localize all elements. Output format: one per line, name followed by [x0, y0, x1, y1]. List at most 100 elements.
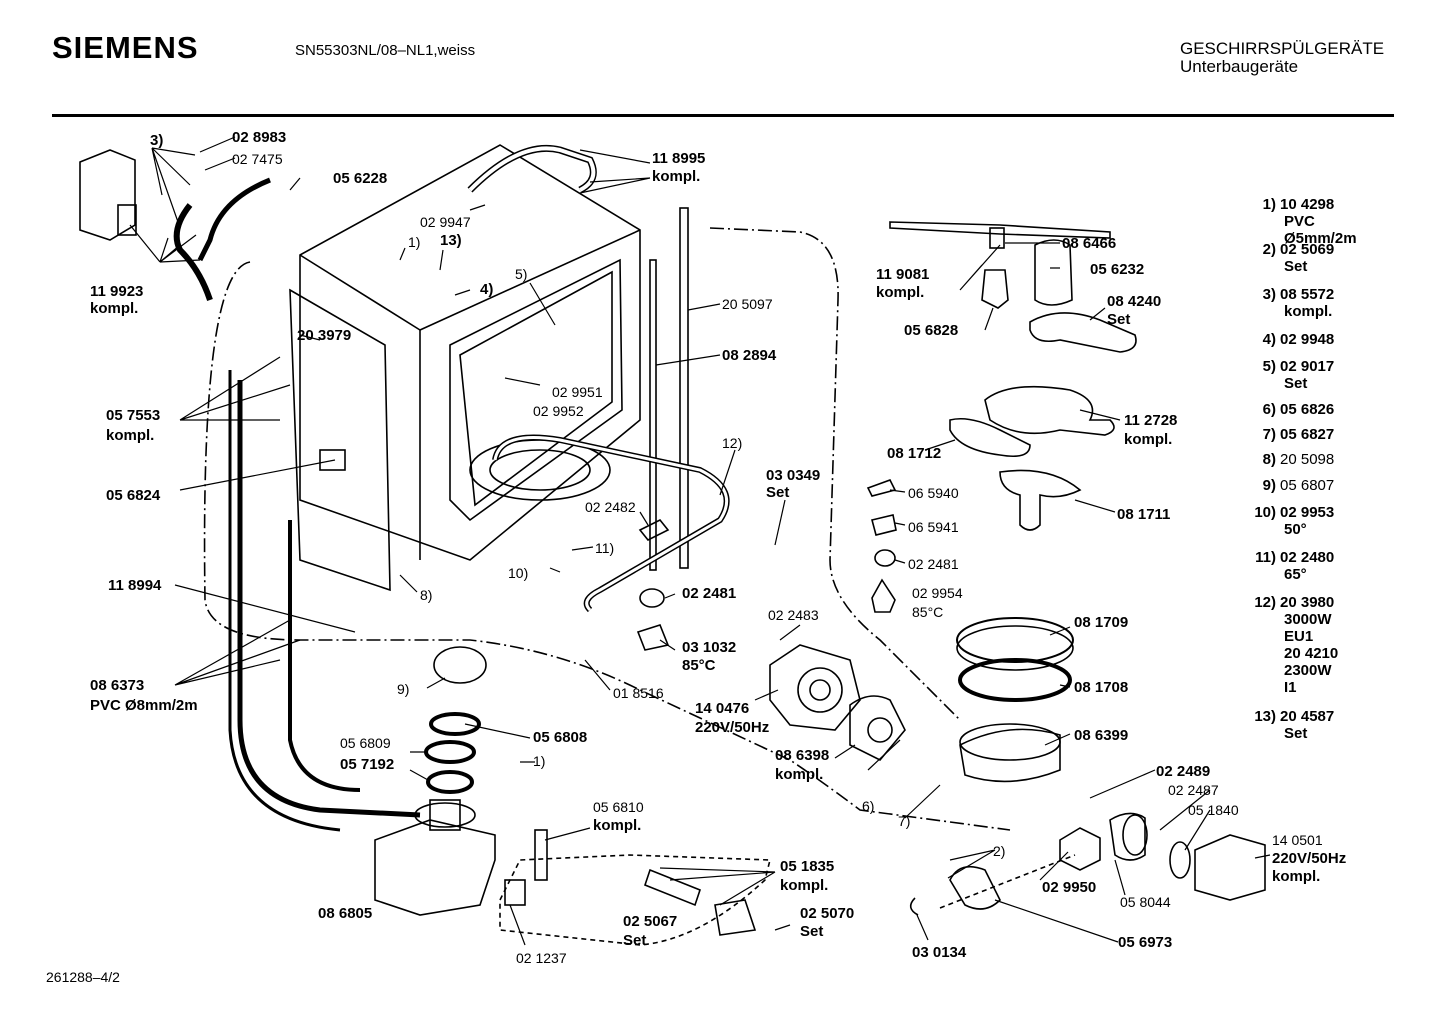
callout: 05 7192 — [340, 756, 394, 773]
callout: kompl. — [1272, 868, 1320, 885]
callout: 08 2894 — [722, 347, 777, 364]
callout: 08 6805 — [318, 905, 372, 922]
thermostat-03-1032 — [636, 624, 670, 651]
callout: 85°C — [912, 604, 943, 620]
inlet-valve-unit — [79, 149, 213, 301]
callout: 7) — [898, 813, 910, 829]
callout: 03 0349 — [766, 467, 820, 484]
callout: 20 5097 — [722, 296, 773, 312]
filter-plate-08-1712 — [949, 417, 1031, 458]
callout: 220V/50Hz — [695, 719, 769, 736]
callout: 05 1835 — [780, 858, 834, 875]
body-outline — [203, 261, 1011, 831]
callout: 02 9947 — [420, 214, 471, 230]
legend-number: 11) — [1255, 549, 1276, 566]
legend-code: 05 6827 — [1280, 426, 1335, 443]
callout: 08 1708 — [1074, 679, 1128, 696]
ring-05-6808 — [429, 712, 481, 736]
callout: 02 9951 — [552, 384, 603, 400]
gasket-02-9950 — [1059, 827, 1101, 871]
callout: 08 6398 — [775, 747, 829, 764]
category-line2: Unterbaugeräte — [1180, 57, 1299, 76]
callout: 05 6808 — [533, 729, 587, 746]
callout: kompl. — [775, 766, 823, 783]
legend-detail: 3000W — [1284, 611, 1332, 628]
callout: Set — [623, 932, 646, 949]
legend-code: 10 4298 — [1280, 196, 1335, 213]
legend-detail: EU1 — [1284, 628, 1314, 645]
legend-code: 20 3980 — [1280, 594, 1335, 611]
tub-assembly — [289, 144, 641, 592]
thermostat-02-9954 — [871, 578, 896, 613]
valve-05-1835 — [644, 868, 701, 907]
callout: 6) — [862, 798, 874, 814]
legend-number: 10) — [1254, 504, 1276, 521]
callout: 14 0476 — [695, 700, 749, 717]
legend-number: 3) — [1262, 286, 1276, 303]
callout: 06 5941 — [908, 519, 959, 535]
drain-pump-14-0501 — [1169, 834, 1266, 901]
callout: 02 9950 — [1042, 879, 1096, 896]
callout: 08 6373 — [90, 677, 144, 694]
legend-detail: Set — [1284, 375, 1308, 392]
callout: 05 6828 — [904, 322, 958, 339]
drain-elbow-05-6973 — [949, 865, 1001, 910]
callout: Set — [800, 923, 823, 940]
callout: 02 2487 — [1168, 782, 1219, 798]
seal-strip-20-5097 — [679, 207, 689, 569]
callout: 06 5940 — [908, 485, 959, 501]
legend-code: 08 5572 — [1280, 286, 1335, 303]
legend-detail: kompl. — [1284, 303, 1333, 320]
switch-02-1237 — [504, 879, 526, 906]
callout: 02 8983 — [232, 129, 286, 146]
sump-bowl-08-6399 — [959, 728, 1061, 783]
callout: 08 4240 — [1107, 293, 1161, 310]
callout: 11 9923 — [90, 283, 143, 300]
spray-arm — [889, 221, 1111, 239]
clip-06-5940 — [866, 479, 897, 497]
callout: 05 1840 — [1188, 802, 1239, 818]
sleeve-05-6828 — [981, 269, 1009, 309]
clamp-02-2482 — [638, 518, 670, 542]
callout: 01 8516 — [613, 685, 664, 701]
callout: 9) — [397, 681, 409, 697]
grommet-02-2481 — [639, 588, 665, 608]
legend-entry: 8)20 5098 — [1196, 451, 1366, 468]
callout: 5) — [515, 266, 527, 282]
callout: 20 3979 — [297, 327, 351, 344]
legend-number: 12) — [1254, 594, 1276, 611]
ring-9 — [433, 646, 487, 684]
legend-detail: 20 4210 — [1284, 645, 1339, 662]
callout-labels: 3) 02 8983 02 7475 05 6228 11 9923 kompl… — [90, 129, 1346, 966]
legend-code: 05 6807 — [1280, 477, 1335, 494]
callout: 220V/50Hz — [1272, 850, 1346, 867]
legend-number: 8) — [1262, 451, 1276, 468]
callout: 4) — [480, 281, 493, 298]
callout: Set — [1107, 311, 1130, 328]
callout: 05 8044 — [1120, 894, 1171, 910]
callout: 11 8995 — [652, 150, 705, 167]
valve-bracket — [714, 899, 757, 936]
callout: 10) — [508, 565, 528, 581]
legend-code: 02 9948 — [1280, 331, 1335, 348]
legend-detail: Set — [1284, 258, 1308, 275]
grommet-02-2481-b — [874, 549, 896, 567]
clip-03-0134 — [909, 897, 919, 916]
callout: kompl. — [1124, 431, 1172, 448]
legend-entry: 4)02 9948 — [1196, 331, 1366, 348]
seal-strip-08-2894 — [649, 259, 657, 571]
legend-number: 7) — [1262, 426, 1276, 443]
legend-number: 9) — [1262, 477, 1276, 494]
callout: 05 6228 — [333, 170, 387, 187]
sump-pump-housing — [374, 799, 496, 916]
inlet-hose — [197, 177, 271, 262]
legend-number: 1) — [1262, 196, 1276, 213]
legend-detail: Set — [1284, 725, 1308, 742]
callout: 08 6466 — [1062, 235, 1116, 252]
